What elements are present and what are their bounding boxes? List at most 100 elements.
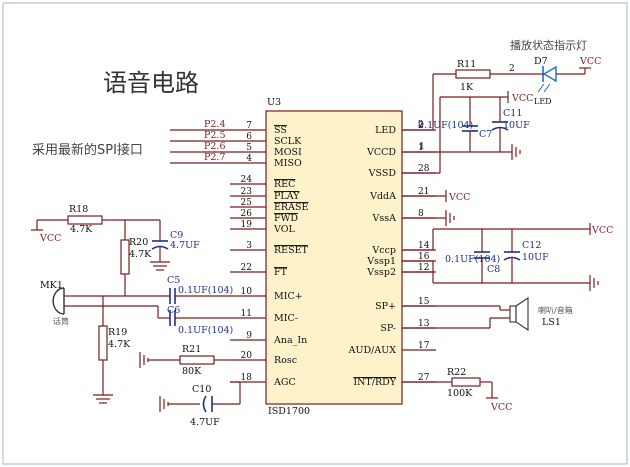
ic-ref: U3 (267, 97, 281, 108)
r18-ref: R18 (69, 204, 88, 215)
d7-diode-icon (542, 65, 557, 83)
agc-section: C10 4.7UF (159, 381, 241, 428)
pin-name: VCCD (366, 147, 396, 158)
r11-ref: R11 (457, 59, 476, 70)
pin-name: AGC (273, 377, 296, 388)
pin-name: FWD (274, 213, 298, 224)
pin-number: 2 (418, 121, 424, 131)
ls1-value: 喇叭/音箱 (538, 305, 573, 315)
c7-ref: C7 (479, 129, 492, 140)
led-net-num: 2 (418, 120, 424, 130)
pin-number: 20 (241, 351, 253, 361)
c10-value: 4.7UF (190, 417, 220, 428)
r20-ref: R20 (129, 237, 148, 248)
c7-value: 0.1UF(104) (418, 120, 473, 131)
pin-number: 28 (418, 164, 430, 174)
pin-name: Vssp1 (366, 256, 396, 267)
pin-number: 10 (241, 287, 253, 297)
spi-note: 采用最新的SPI接口 (32, 142, 143, 158)
pin-name: Ana_In (273, 335, 307, 346)
pin-number: 21 (418, 187, 429, 197)
pin-number: 26 (241, 209, 253, 219)
pin-number: 4 (246, 154, 252, 164)
pin-number: 22 (241, 263, 252, 273)
pin-number: 8 (418, 209, 424, 219)
mic-path: C5 0.1UF(104) R19 4.7K C6 0.1UF(104) MK1… (40, 275, 233, 404)
c8-value: 0.1UF(104) (445, 254, 500, 265)
mk1-ref: MK1 (40, 280, 63, 291)
c9-value: 4.7UF (170, 240, 200, 251)
ic-part: ISD1700 (268, 406, 310, 417)
pin-number: 18 (241, 373, 253, 383)
net-p26: P2.6 (204, 141, 226, 152)
r19-value: 4.7K (108, 339, 131, 350)
c11-value: 10UF (503, 120, 530, 131)
pin-number: 27 (418, 373, 430, 383)
pin-name: LED (375, 125, 396, 136)
vccd-net-num: 1 (419, 142, 425, 152)
c12-value: 10UF (522, 252, 549, 263)
pin-number: 17 (418, 341, 430, 351)
led-section: R11 1K 2 2 D7 LED VCC (402, 56, 601, 131)
r21-ref: R21 (182, 344, 201, 355)
pin-name: MOSI (274, 147, 302, 158)
pin-name: FT (274, 267, 288, 278)
pin-name: MIC- (274, 313, 298, 324)
c5-ref: C5 (167, 275, 180, 286)
speaker-icon (509, 305, 517, 323)
speaker-section: 喇叭/音箱 LS1 (402, 296, 573, 332)
vdda-vcc: VCC (448, 192, 470, 203)
pin-name: AUD/AUX (348, 345, 397, 356)
net-p24: P2.4 (204, 119, 226, 130)
pin-number: 23 (241, 187, 253, 197)
ls1-ref: LS1 (542, 317, 561, 328)
pin-name: VssA (372, 213, 397, 224)
vccd-vcc: VCC (511, 93, 533, 104)
pin-name: RESET (274, 245, 309, 256)
pin-name: MISO (274, 158, 302, 169)
r18-resistor (67, 215, 103, 225)
pin-number: 3 (246, 241, 252, 251)
vccp-vcc: VCC (591, 225, 613, 236)
r19-resistor (98, 325, 108, 361)
pin-number: 25 (241, 198, 253, 208)
net-p25: P2.5 (204, 130, 226, 141)
r21-value: 80K (182, 366, 202, 377)
pin-name: SP+ (375, 301, 396, 312)
pin-number: 24 (241, 175, 253, 185)
c9-ref: C9 (170, 230, 183, 241)
microphone-icon (52, 287, 65, 315)
pin-number: 11 (241, 309, 252, 319)
d7-value: LED (534, 97, 552, 106)
analog-supply: VCC (402, 190, 470, 226)
pin-name: Vssp2 (366, 267, 396, 278)
r21-resistor (179, 355, 215, 365)
mic-bias-network: VCC R18 4.7K R20 4.7K C9 4.7UF (31, 204, 200, 296)
pin-name: VSSD (368, 168, 397, 179)
pin-number: 9 (246, 331, 252, 341)
pin-number: 7 (246, 121, 252, 131)
pin-number: 15 (418, 297, 430, 307)
pin-name: VddA (369, 191, 396, 202)
pin-number: 12 (418, 263, 429, 273)
pin-number: 19 (241, 220, 253, 230)
led-vcc: VCC (579, 56, 601, 67)
pin-number: 13 (418, 319, 430, 329)
r11-resistor (455, 69, 491, 79)
vccd-decoupling: VCC C7 0.1UF(104) C11 10UF 1 (402, 91, 533, 174)
c8-ref: C8 (487, 264, 500, 275)
pin-name: PLAY (274, 191, 300, 202)
pin-number: 6 (246, 132, 252, 142)
vccp-decoupling: VCC 0.1UF(104) C8 C12 10UF (402, 223, 613, 291)
spi-nets: P2.4 P2.5 P2.6 P2.7 (170, 119, 230, 164)
led-net-num-2: 2 (509, 64, 515, 74)
pin-number: 14 (418, 241, 430, 251)
page-title: 语音电路 (103, 69, 199, 97)
pin-number: 5 (246, 143, 252, 153)
pin-number: 16 (418, 252, 430, 262)
pin-name: REC (274, 179, 295, 190)
ic-body (265, 110, 403, 405)
